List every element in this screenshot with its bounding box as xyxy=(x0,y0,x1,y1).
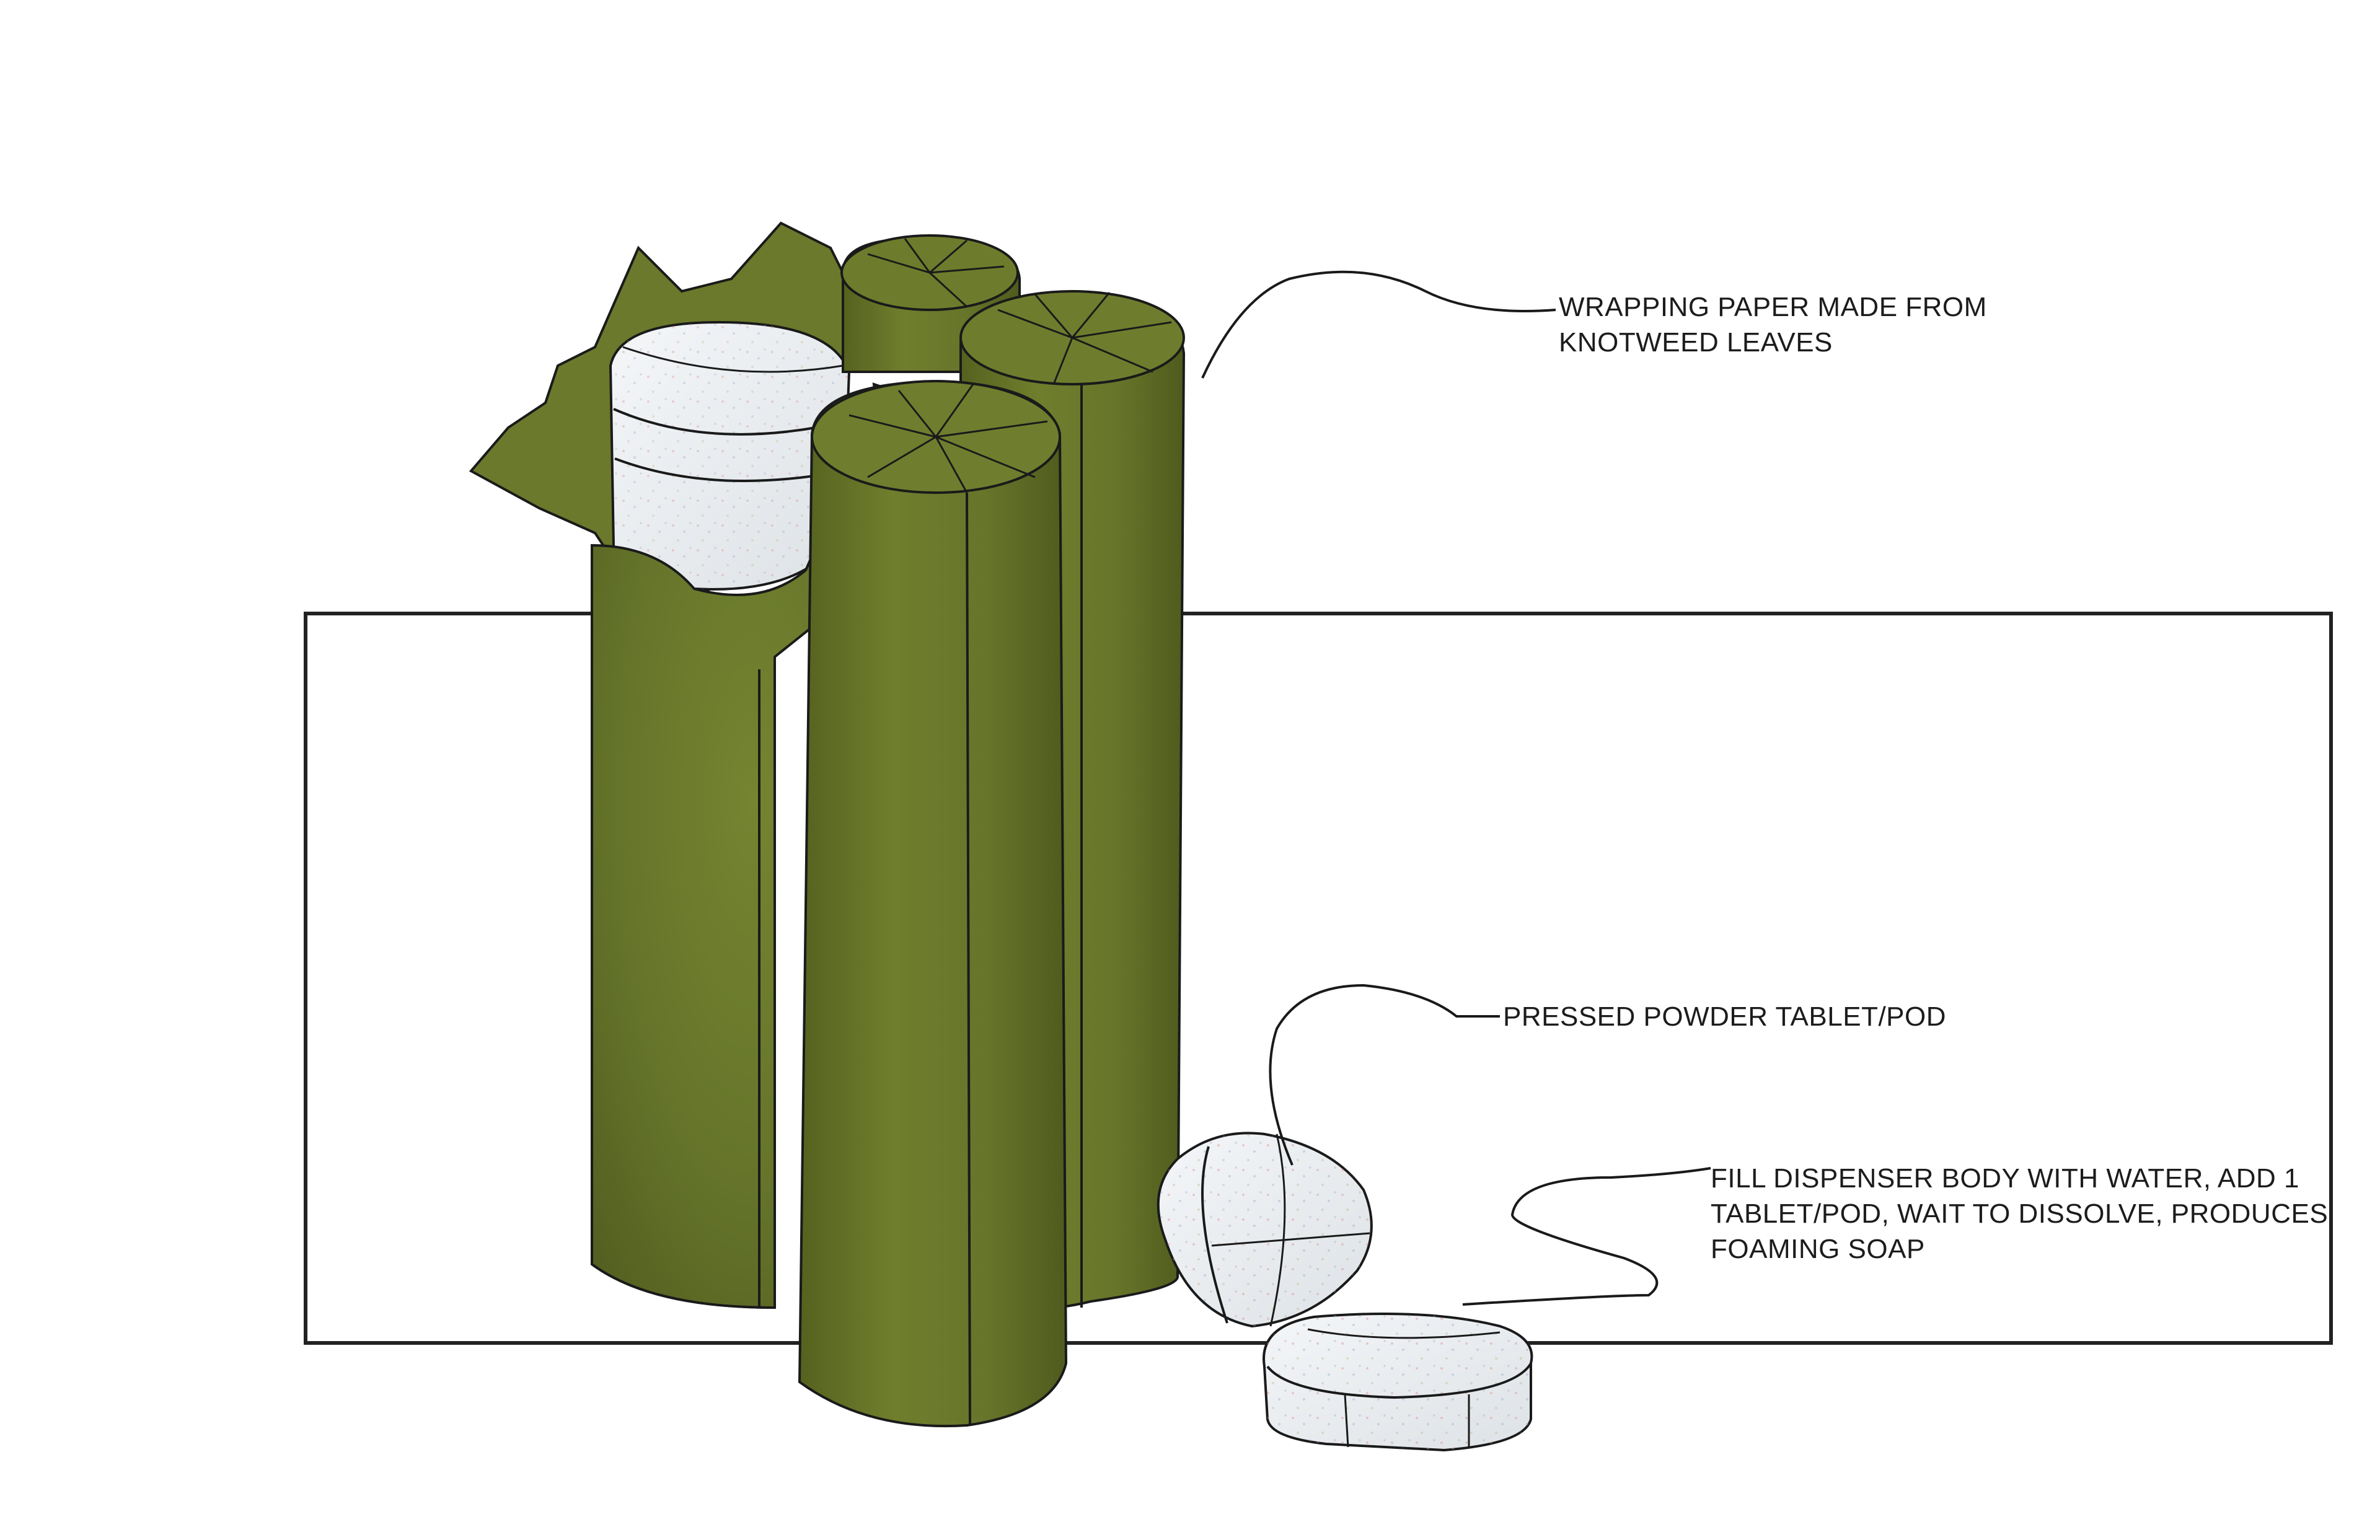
annotation-wrapping-paper: WRAPPING PAPER MADE FROM KNOTWEED LEAVES xyxy=(1559,289,1987,360)
annotation-tablet: PRESSED POWDER TABLET/POD xyxy=(1503,999,1946,1034)
annotation-line: FILL DISPENSER BODY WITH WATER, ADD 1 xyxy=(1711,1163,2299,1194)
leader-tablet xyxy=(1269,983,1500,1166)
annotation-line: TABLET/POD, WAIT TO DISSOLVE, PRODUCES xyxy=(1711,1199,2329,1229)
leader-wrapping-paper xyxy=(1201,270,1556,379)
annotation-line: PRESSED POWDER TABLET/POD xyxy=(1503,1001,1947,1032)
annotation-instructions: FILL DISPENSER BODY WITH WATER, ADD 1 TA… xyxy=(1711,1161,2328,1267)
soap-container xyxy=(609,320,851,591)
wrapped-dispenser-left xyxy=(469,221,913,1309)
tablet-upright xyxy=(1157,1132,1373,1328)
wrapped-roll-front xyxy=(798,379,1068,1428)
leader-instructions xyxy=(1462,1167,1711,1306)
tablet-flat xyxy=(1263,1313,1533,1452)
annotation-line: WRAPPING PAPER MADE FROM xyxy=(1559,292,1987,322)
annotation-line: FOAMING SOAP xyxy=(1711,1234,1925,1264)
annotation-line: KNOTWEED LEAVES xyxy=(1559,327,1833,358)
